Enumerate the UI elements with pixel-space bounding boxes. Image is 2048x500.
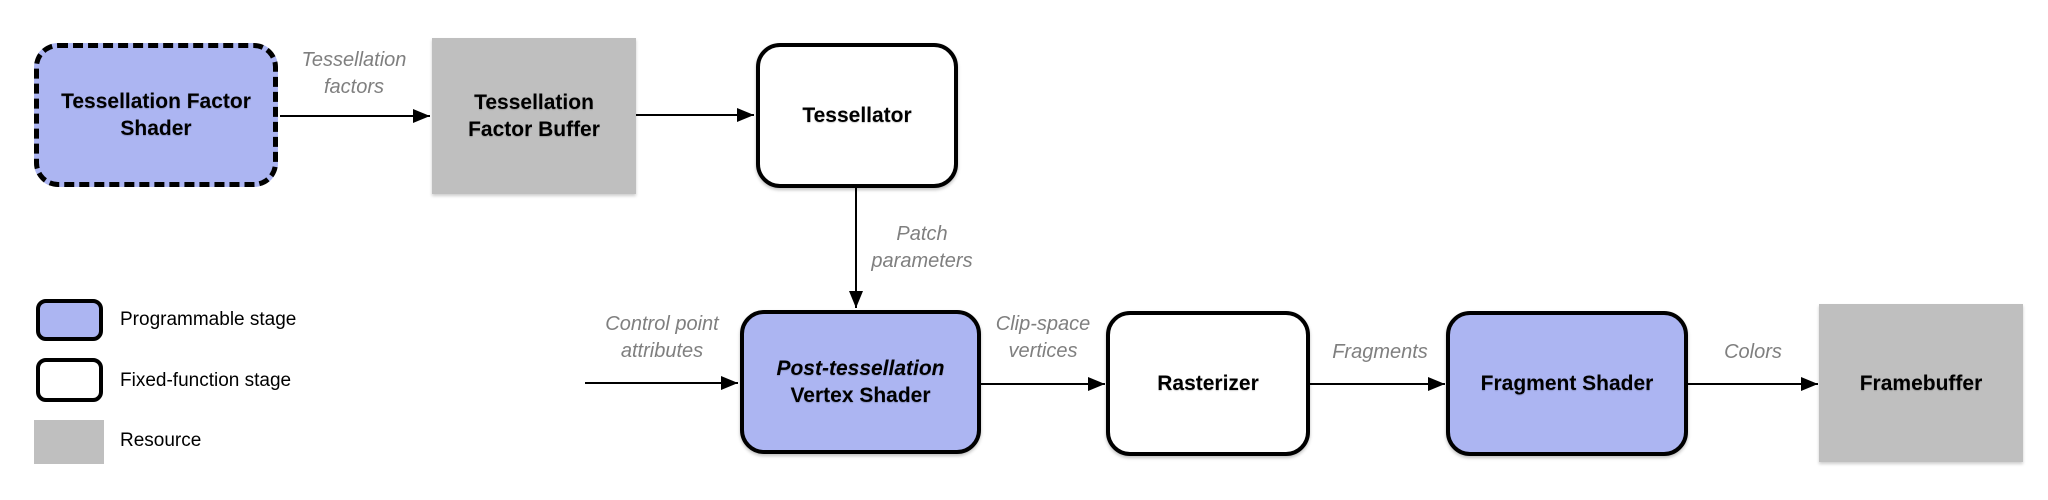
node-label: Factor Buffer [468,118,600,141]
node-tessellator: Tessellator [756,43,958,188]
edge-label-fragments: Fragments [1332,341,1428,363]
arrow-patch-parameters [849,188,863,308]
node-framebuffer: Framebuffer [1819,304,2023,462]
legend-label-fixed-function: Fixed-function stage [120,370,292,391]
node-label: Tessellation [474,91,594,114]
edge-label-patch-parameters: Patch parameters [871,223,973,272]
legend-swatch-resource [34,420,104,464]
node-label: Tessellation Factor [61,90,251,113]
legend-label-programmable: Programmable stage [120,309,297,330]
legend-swatch-programmable [36,299,103,341]
edge-label-clip-space-vertices: Clip-space vertices [995,313,1091,362]
arrow-fragments [1310,377,1445,391]
node-label: Vertex Shader [790,384,931,407]
node-fragment-shader: Fragment Shader [1446,311,1688,456]
node-label: Rasterizer [1157,372,1259,395]
node-post-tessellation-vertex-shader: Post-tessellation Vertex Shader [740,310,981,454]
node-tessellation-factor-shader: Tessellation Factor Shader [34,43,278,187]
arrow-tessellation-factors [280,109,430,123]
legend-label-resource: Resource [120,430,202,451]
node-label: Tessellator [802,104,912,127]
arrow-buffer-to-tessellator [636,108,754,122]
edge-label-control-point-attributes: Control point attributes [605,313,719,362]
arrow-control-point-attributes [585,376,738,390]
edge-label-colors: Colors [1724,341,1782,363]
node-label: Framebuffer [1859,371,1983,395]
node-label: Fragment Shader [1480,372,1654,395]
node-label: Shader [120,117,192,140]
edge-label-tessellation-factors: Tessellation factors [301,49,407,98]
arrow-colors [1688,377,1818,391]
legend-swatch-fixed-function [36,358,103,402]
arrow-clip-space-vertices [981,377,1105,391]
node-label: Post-tessellation [776,357,945,380]
node-rasterizer: Rasterizer [1106,311,1310,456]
node-tessellation-factor-buffer: Tessellation Factor Buffer [432,38,636,194]
